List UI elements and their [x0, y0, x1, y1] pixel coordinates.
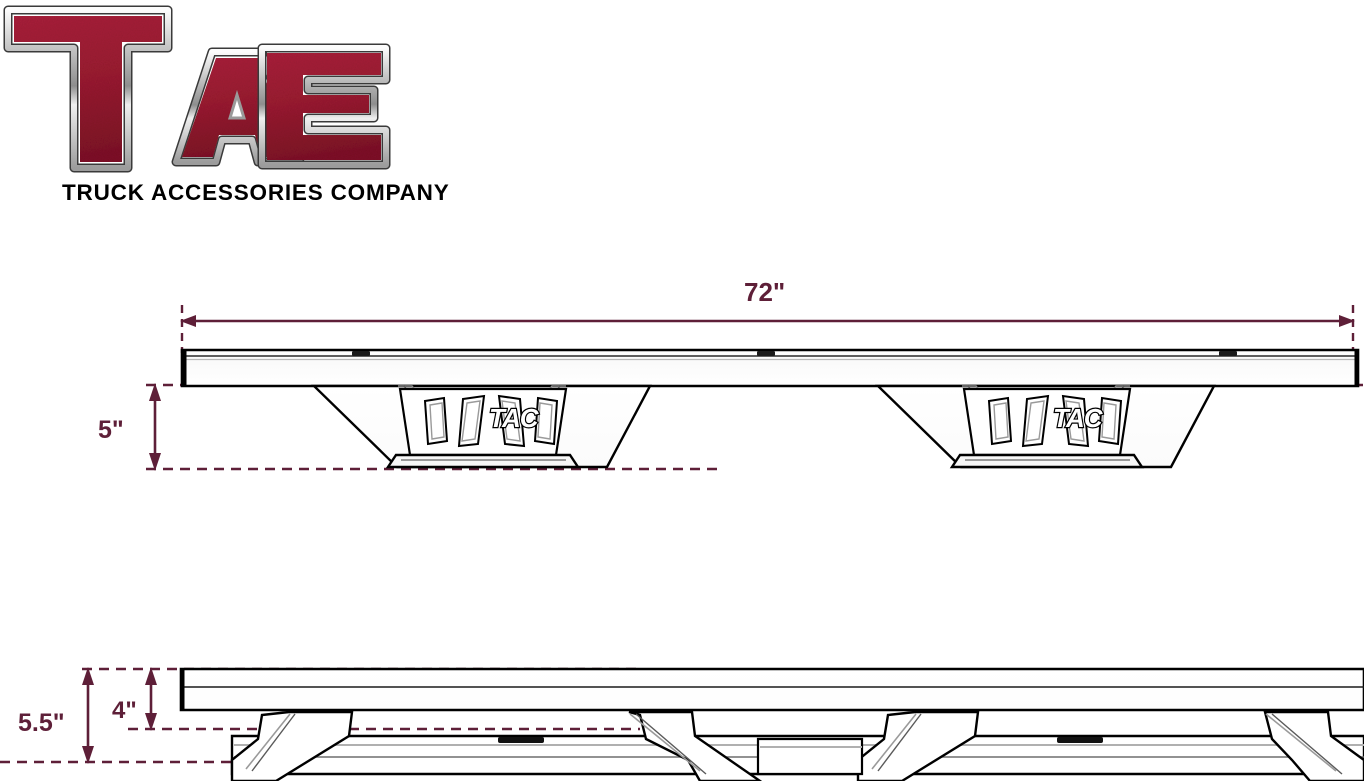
step-pad-assembly-left: TAC: [311, 384, 652, 469]
rail-mount-marks: [352, 351, 1237, 356]
bottom-mount-marks: [498, 737, 1103, 743]
bottom-bracket-1: [230, 710, 354, 781]
front-elevation-view: TAC: [0, 255, 1364, 515]
dimension-label-length: 72": [744, 277, 786, 307]
main-rail: [180, 348, 1360, 388]
drop-height-dimension: [146, 383, 1364, 471]
svg-text:TAC: TAC: [489, 403, 540, 433]
brand-tagline: TRUCK ACCESSORIES COMPANY: [62, 180, 450, 205]
step-grip-slot-shading-right: [993, 400, 1117, 442]
bottom-upper-plate: [179, 667, 1364, 712]
bottom-center-step: [756, 737, 864, 776]
svg-text:TAC: TAC: [1053, 403, 1104, 433]
dimension-label-total-height: 5.5": [18, 709, 65, 737]
dimension-label-step-height: 4": [112, 697, 137, 724]
logo-letter-c: [257, 43, 391, 170]
logo-letter-t: [3, 5, 173, 173]
step-pad-assembly-right: TAC: [875, 384, 1216, 469]
bottom-bracket-3: [856, 710, 980, 781]
dimension-label-drop-height: 5": [98, 416, 124, 444]
step-grip-slot-shading-left: [429, 400, 553, 442]
step-pad-logo-left: TAC: [488, 402, 542, 434]
overall-length-dimension: [180, 305, 1355, 353]
tac-brand-logo: [0, 0, 420, 215]
step-pad-logo-right: TAC: [1052, 402, 1106, 434]
bottom-bracket-2: [628, 710, 763, 781]
bottom-bracket-4: [1263, 710, 1364, 781]
bottom-section-view: [0, 640, 1364, 781]
